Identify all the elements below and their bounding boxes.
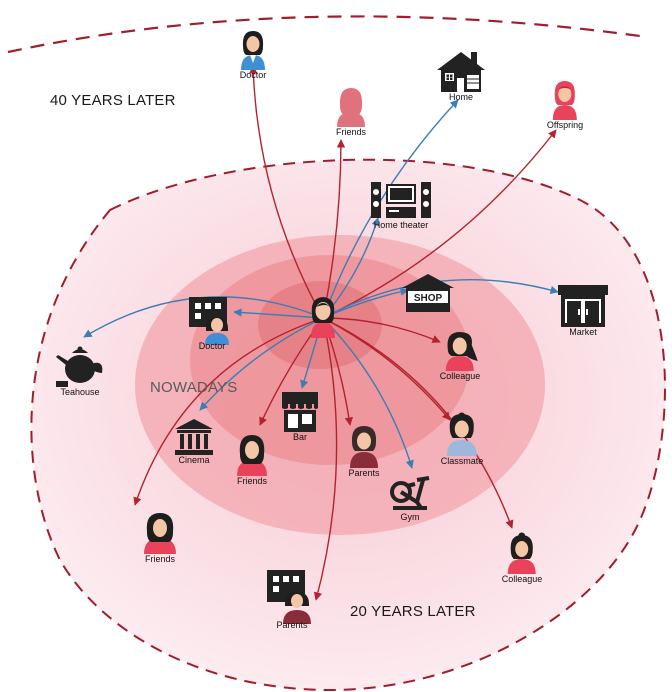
node-label: Teahouse [60, 387, 100, 397]
arrow-to-offspring-40 [322, 129, 557, 319]
female-person-icon [237, 435, 267, 476]
node-shop: SHOP [400, 272, 456, 312]
person-icon [311, 297, 335, 338]
shop-sign-text: SHOP [414, 293, 443, 304]
female-doctor-icon [241, 31, 265, 70]
node-label: Friends [335, 127, 366, 137]
female-silhouette-icon [337, 88, 365, 127]
shop-icon: SHOP [402, 274, 454, 312]
node-label: Doctor [198, 341, 226, 351]
arrow-to-colleague-20 [322, 317, 514, 529]
arrow-to-parents-20 [313, 317, 338, 601]
node-label: Offspring [546, 120, 584, 130]
female-person-icon [144, 513, 176, 554]
forty-years-label: 40 YEARS LATER [50, 92, 176, 109]
node-label: Parents [276, 620, 308, 630]
forty-years-boundary [7, 15, 641, 54]
node-label: Classmate [440, 456, 484, 466]
node-label: Doctor [239, 70, 267, 80]
node-offspring-40: Offspring [547, 78, 583, 130]
female-person-icon [552, 81, 577, 120]
node-label: Parents [348, 468, 380, 478]
parent-person-icon [350, 426, 378, 468]
storefront-icon [282, 392, 318, 432]
gym-bike-icon [390, 476, 430, 510]
arrow-to-friends-20 [133, 317, 324, 506]
female-person-icon [446, 332, 478, 371]
node-bar: Bar [280, 390, 320, 442]
node-colleague-now: Colleague [439, 329, 481, 381]
node-market: Market [556, 283, 610, 337]
twenty-years-label: 20 YEARS LATER [350, 603, 476, 620]
teapot-icon [56, 346, 103, 387]
female-person-icon [508, 532, 536, 574]
node-friends-20: Friends [141, 510, 179, 564]
hospital-parent-icon [267, 570, 311, 624]
node-parents-20: Parents [265, 568, 319, 630]
node-label: Friends [144, 554, 175, 564]
node-classmate: Classmate [440, 412, 484, 466]
hospital-doctor-icon [189, 297, 229, 345]
node-teahouse: Teahouse [54, 343, 106, 397]
arrow-to-cinema [199, 317, 324, 411]
arrow-to-doctor-40 [249, 65, 324, 319]
node-label: Colleague [501, 574, 543, 584]
node-home-theater: Home theater [369, 180, 433, 230]
node-doctor-40: Doctor [238, 28, 268, 80]
node-cinema: Cinema [173, 417, 215, 465]
arrow-to-friends-40 [322, 139, 346, 319]
home-theater-icon [371, 182, 431, 218]
node-label: Cinema [178, 455, 210, 465]
node-label: Bar [292, 432, 307, 442]
node-label: Friends [236, 476, 267, 486]
arrow-to-gym [322, 317, 414, 469]
nowadays-label: NOWADAYS [150, 379, 238, 396]
female-person-icon [446, 412, 477, 456]
node-label: Home [448, 92, 473, 102]
cinema-building-icon [175, 419, 213, 455]
node-friends-now: Friends [234, 432, 270, 486]
links-layer [83, 65, 559, 601]
node-parents-now: Parents [347, 424, 381, 478]
node-doctor-now: Doctor [187, 293, 237, 351]
center-person [306, 294, 340, 338]
node-gym: Gym [387, 472, 433, 522]
node-label: Gym [400, 512, 420, 522]
node-colleague-20: Colleague [501, 532, 543, 584]
arrow-to-colleague-now [322, 317, 441, 343]
node-label: Market [569, 327, 597, 337]
node-label: Home theater [373, 220, 429, 230]
node-label: Colleague [439, 371, 481, 381]
house-icon [437, 52, 485, 92]
node-home-40: Home [435, 48, 487, 102]
market-icon [558, 285, 608, 327]
node-friends-40: Friends [335, 85, 367, 137]
